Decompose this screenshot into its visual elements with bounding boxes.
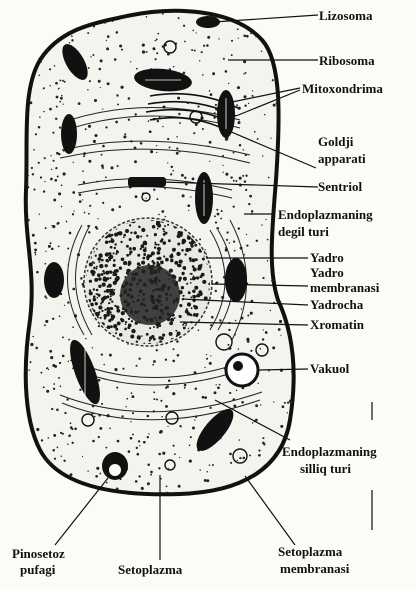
label-goldji-2: apparati [318, 151, 366, 166]
label-lizosoma: Lizosoma [319, 8, 373, 23]
label-setoplazma-membranasi-1: Setoplazma [278, 544, 343, 559]
label-endo-degil-1: Endoplazmaning [278, 207, 373, 222]
label-sentriol: Sentriol [318, 179, 362, 194]
nucleolus [120, 265, 180, 325]
label-yadro: Yadro [310, 250, 344, 265]
label-pinosetoz-1: Pinosetoz [12, 546, 65, 561]
label-vakuol: Vakuol [310, 361, 350, 376]
label-mitoxondrima: Mitoxondrima [302, 81, 383, 96]
label-xromatin: Xromatin [310, 317, 365, 332]
label-setoplazma: Setoplazma [118, 562, 183, 577]
label-endo-silliq-1: Endoplazmaning [282, 444, 377, 459]
label-goldji-1: Goldji [318, 134, 354, 149]
label-yadrocha: Yadrocha [310, 297, 364, 312]
centriole [128, 177, 166, 187]
label-yadro-membranasi-1: Yadro [310, 265, 344, 280]
label-setoplazma-membranasi-2: membranasi [280, 561, 350, 576]
label-endo-silliq-2: silliq turi [300, 461, 351, 476]
label-endo-degil-2: degil turi [278, 224, 329, 239]
label-ribosoma: Ribosoma [319, 53, 375, 68]
label-pinosetoz-2: pufagi [20, 562, 56, 577]
vacuole [226, 354, 258, 386]
label-yadro-membranasi-2: membranasi [310, 280, 380, 295]
